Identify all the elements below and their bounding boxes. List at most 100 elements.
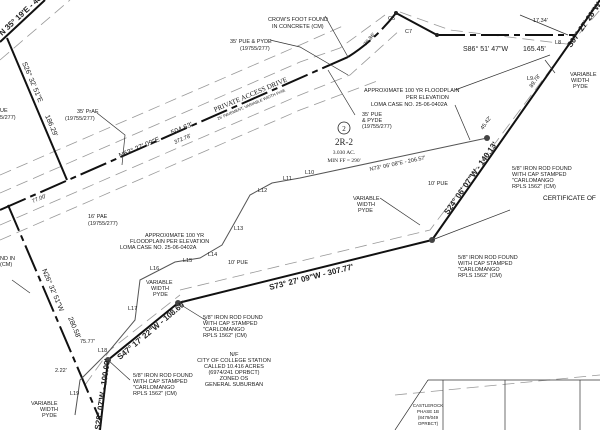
note-line: 5/8" IRON ROD FOUND <box>458 255 518 261</box>
label-l16: L16 <box>150 266 159 272</box>
note-line: "CARLOMANGO <box>203 327 245 333</box>
label-l15: L15 <box>183 258 192 264</box>
label-l19: L19 <box>70 391 79 397</box>
note-line: PHASE 1B <box>417 409 439 414</box>
note-line: 35' PUE <box>362 112 382 118</box>
lot-name: 2R-2 <box>335 137 353 147</box>
certificate-label: CERTIFICATE OF <box>543 195 596 202</box>
dist-north-line: 165.45' <box>523 46 546 53</box>
note-line: WITH CAP STAMPED <box>133 379 188 385</box>
label-l13: L13 <box>234 226 243 232</box>
adjoiner-label: N/F CITY OF COLLEGE STATION CALLED 10.41… <box>197 352 271 388</box>
note-phae: 35' PrAE (19755/277) <box>65 109 99 122</box>
label-l11: L11 <box>283 176 292 182</box>
note-line: 5/8" IRON ROD FOUND <box>133 373 193 379</box>
note-line: VARIABLE <box>570 72 597 78</box>
note-iron-rod-2: 5/8" IRON ROD FOUND WITH CAP STAMPED "CA… <box>458 255 518 279</box>
note-iron-rod-4: 5/8" IRON ROD FOUND WITH CAP STAMPED "CA… <box>133 373 193 397</box>
easement-lines <box>0 0 600 396</box>
note-line: 5/277) <box>0 115 16 121</box>
label-c5: C5 <box>388 16 395 22</box>
lot-min-ff: MIN FF = 290' <box>327 158 360 164</box>
note-variable-pyde-2: VARIABLE WIDTH PYDE <box>353 196 380 214</box>
note-line: "CARLOMANGO <box>458 267 500 273</box>
leader-lines <box>11 14 569 381</box>
note-line: LOMA CASE NO. 25-06-0402A <box>120 245 197 251</box>
note-line: VARIABLE <box>31 401 58 407</box>
note-line: & PYDE <box>362 118 383 124</box>
note-line: WITH CAP STAMPED <box>458 261 513 267</box>
label-l12: L12 <box>258 188 267 194</box>
label-l18: L18 <box>98 348 107 354</box>
left-partial-notes: UE 5/277) ND IN (CM) <box>0 108 16 268</box>
castlerock-table <box>394 379 600 430</box>
note-line: 16' PAE <box>88 214 108 220</box>
note-line: CASTLEROCK <box>413 403 444 408</box>
note-line: "CARLOMANGO <box>512 178 554 184</box>
note-line: FLOODPLAIN PER ELEVATION <box>130 239 209 245</box>
dist-1734: 17.34' <box>533 18 548 24</box>
iron-rod-markers <box>105 11 490 363</box>
note-line: PYDE <box>358 208 373 214</box>
note-line: CITY OF COLLEGE STATION <box>197 358 271 364</box>
label-l17: L17 <box>128 306 137 312</box>
note-line: N/F <box>230 352 240 358</box>
lot-label: 2 2R-2 3.030 AC. MIN FF = 290' <box>327 121 361 164</box>
note-floodplain-right: APPROXIMATE 100 YR FLOODPLAIN PER ELEVAT… <box>364 88 459 108</box>
note-line: CALLED 10.416 ACRES <box>204 364 264 370</box>
note-iron-rod-1: 5/8" IRON ROD FOUND WITH CAP STAMPED "CA… <box>512 166 572 190</box>
note-line: (19755/277) <box>65 116 95 122</box>
dist-4542: 45.42' <box>480 116 493 132</box>
note-line: UE <box>0 108 8 114</box>
note-line: ND IN <box>0 256 15 262</box>
lot-area: 3.030 AC. <box>333 150 356 156</box>
note-line: WIDTH <box>40 407 58 413</box>
note-line: "CARLOMANGO <box>133 385 175 391</box>
note-line: LOMA CASE NO. 25-06-0402A <box>371 102 448 108</box>
note-line: OPRBCT) <box>418 421 439 426</box>
curve-labels: C5 C7 L8 L9 L10 L11 L12 L13 L14 L15 L16 … <box>70 16 561 397</box>
note-pue-10-b: 10' PUE <box>228 260 248 266</box>
castlerock-label: CASTLEROCK PHASE 1B (8479/049 OPRBCT) <box>413 403 444 426</box>
note-variable-pyde-1: VARIABLE WIDTH PYDE <box>570 72 597 90</box>
note-line: ZONED OS <box>220 376 249 382</box>
note-line: VARIABLE <box>353 196 380 202</box>
bearing-east-top: S07° 27' 28"W <box>565 0 600 49</box>
note-line: RPLS 1562" (CM) <box>458 273 502 279</box>
dist-7577: 75.77' <box>80 339 95 345</box>
label-l8: L8 <box>555 40 561 46</box>
lot-number: 2 <box>342 125 346 133</box>
note-pae-16: 16' PAE (19755/277) <box>88 214 118 227</box>
note-pue-pyde-top: 35' PUE & PYDE (19755/277) <box>230 39 272 52</box>
note-line: (19755/277) <box>88 221 118 227</box>
note-iron-rod-3: 5/8" IRON ROD FOUND WITH CAP STAMPED "CA… <box>203 315 263 339</box>
note-line: PYDE <box>42 413 57 419</box>
floodplain-line <box>74 137 488 416</box>
note-line: 35' PUE & PYDE <box>230 39 272 45</box>
note-line: WITH CAP STAMPED <box>512 172 567 178</box>
bearing-floodplain: N73° 06' 08"E - 206.57' <box>369 155 426 173</box>
note-line: IN CONCRETE (CM) <box>272 24 324 30</box>
note-line: VARIABLE <box>146 280 173 286</box>
note-line: (8479/049 <box>418 415 439 420</box>
bearing-s: S28° 07'W - 100.09' <box>93 358 112 430</box>
note-line: RPLS 1562" (CM) <box>203 333 247 339</box>
note-line: 5/8" IRON ROD FOUND <box>203 315 263 321</box>
note-line: APPROXIMATE 100 YR <box>145 233 204 239</box>
note-variable-pyde-4: VARIABLE WIDTH PYDE <box>31 401 58 419</box>
note-pue-10-a: 10' PUE <box>428 181 448 187</box>
note-line: 35' PrAE <box>77 109 99 115</box>
note-line: WIDTH <box>151 286 169 292</box>
note-line: (CM) <box>0 262 12 268</box>
dist-west-upper: 186.29' <box>43 114 58 138</box>
note-line: RPLS 1562" (CM) <box>512 184 556 190</box>
bearing-east: S24° 06' 07"W - 140.13' <box>442 140 499 216</box>
note-line: 5/8" IRON ROD FOUND <box>512 166 572 172</box>
note-line: RPLS 1562" (CM) <box>133 391 177 397</box>
note-line: PYDE <box>153 292 168 298</box>
note-pue-pyde-mid: 35' PUE & PYDE (19755/277) <box>362 112 392 130</box>
dist-222: 2.22' <box>55 368 67 374</box>
note-line: WIDTH <box>571 78 589 84</box>
label-l14: L14 <box>208 252 217 258</box>
